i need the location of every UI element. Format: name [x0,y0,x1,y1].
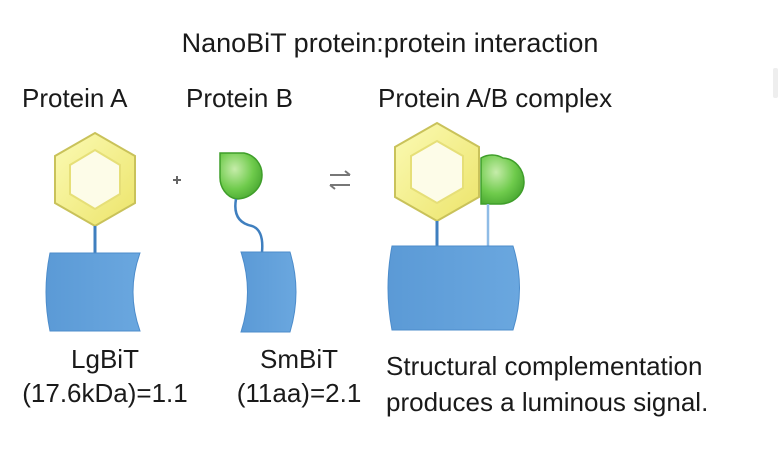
smbit-name: SmBiT [260,344,338,374]
smbit-barrel-icon [240,251,297,333]
protein-b-linker [234,198,264,253]
hexagon-inner-ring [69,148,121,211]
protein-a-label: Protein A [22,83,128,113]
description-line-1: Structural complementation [386,351,703,381]
protein-b-group [219,152,297,333]
smbit-detail: (11aa)=2.1 [236,378,362,408]
complex-group [387,121,525,331]
diagram-title: NanoBiT protein:protein interaction [181,28,599,58]
equilibrium-arrows-icon [329,170,351,190]
complex-label: Protein A/B complex [378,83,613,113]
lgbit-caption: LgBiT (17.6kDa)=1.1 [0,342,210,410]
lgbit-barrel-icon [45,252,141,332]
edge-artifact [773,68,778,98]
complex-green-icon [480,154,525,205]
plus-icon [173,176,181,184]
complex-barrel-icon [387,245,520,331]
protein-b-label: Protein B [186,83,293,113]
lgbit-detail: (17.6kDa)=1.1 [22,378,188,408]
protein-a-group [45,131,141,332]
green-protein-b-icon [219,152,263,200]
complex-description: Structural complementation produces a lu… [386,348,708,420]
lgbit-name: LgBiT [71,344,139,374]
smbit-caption: SmBiT (11aa)=2.1 [218,342,380,410]
complex-hexagon-inner-ring [410,139,464,205]
description-line-2: produces a luminous signal. [386,387,709,417]
